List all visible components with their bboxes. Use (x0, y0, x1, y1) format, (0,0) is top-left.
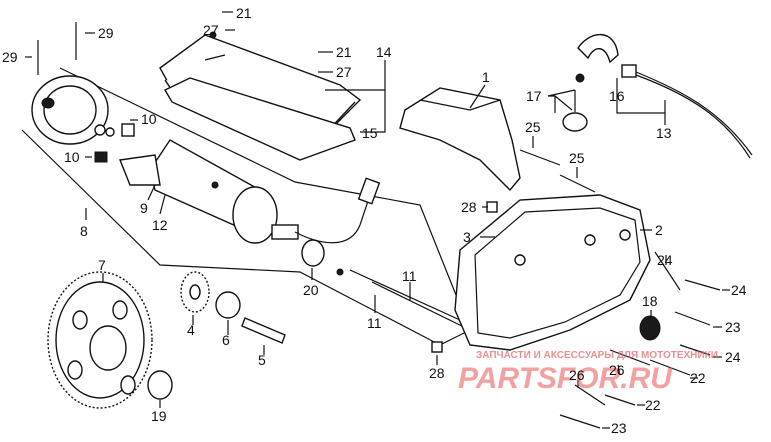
callout-11-lower: 11 (367, 315, 382, 331)
flywheel-cover (31, 75, 135, 163)
callout-10-top: 10 (141, 111, 157, 127)
callout-5: 5 (258, 352, 266, 368)
callout-25-upper: 25 (525, 119, 541, 135)
callout-23-lower: 23 (611, 420, 627, 436)
starter-wire-oring (294, 177, 381, 267)
callout-22-right: 22 (690, 370, 706, 386)
callout-24-top: 24 (657, 252, 673, 268)
callout-14: 14 (376, 44, 392, 60)
callout-9: 9 (140, 200, 148, 216)
callout-29-right: 29 (98, 25, 114, 41)
speed-sensor-assembly (562, 33, 753, 159)
dowel-pin (486, 201, 498, 213)
callout-2: 2 (655, 222, 663, 238)
callout-21-mid: 21 (336, 44, 352, 60)
callout-1: 1 (482, 69, 490, 85)
callout-21-top: 21 (236, 5, 252, 21)
gear-seal (147, 370, 173, 400)
callout-24-lower: 24 (725, 349, 741, 365)
callout-25-lower: 25 (569, 150, 585, 166)
callout-28-lower: 28 (429, 365, 445, 381)
idler-gear-set (180, 271, 286, 344)
callout-8: 8 (80, 223, 88, 239)
air-filter-cover (159, 31, 362, 161)
callout-24-right: 24 (731, 282, 747, 298)
assembly-outline (21, 67, 471, 346)
starter-driven-gear (47, 271, 153, 409)
callout-27-top: 27 (203, 22, 219, 38)
callout-3: 3 (463, 229, 471, 245)
callout-20: 20 (303, 282, 319, 298)
callout-4: 4 (187, 322, 195, 338)
long-bolts (336, 268, 471, 331)
callout-16: 16 (609, 88, 625, 104)
callout-12: 12 (152, 217, 168, 233)
callout-22-lower: 22 (645, 397, 661, 413)
callout-18: 18 (642, 293, 658, 309)
bolts-25 (519, 149, 596, 193)
starter-cover-plate (399, 87, 521, 192)
callout-17: 17 (526, 88, 542, 104)
callout-26-left: 26 (569, 367, 585, 383)
callout-19: 19 (151, 408, 167, 424)
callout-15: 15 (362, 125, 378, 141)
callout-26-right: 26 (609, 362, 625, 378)
callout-29-left: 29 (2, 49, 18, 65)
callout-13: 13 (656, 125, 672, 141)
left-crankcase-cover (454, 194, 651, 351)
dowel-pin-lower (431, 341, 443, 353)
cover-bolts (559, 251, 721, 429)
callout-11-upper: 11 (402, 268, 417, 284)
oil-seal (639, 315, 661, 341)
watermark-caption: ЗАПЧАСТИ И АКСЕССУАРЫ ДЛЯ МОТОТЕХНИКИ (476, 350, 718, 361)
callout-6: 6 (222, 332, 230, 348)
leader-lines (25, 11, 730, 429)
callout-28-upper: 28 (461, 199, 477, 215)
callout-7: 7 (98, 257, 106, 273)
callout-27-mid: 27 (336, 64, 352, 80)
callout-23-upper: 23 (725, 319, 741, 335)
watermark-logo: PARTSFOR.RU (458, 362, 673, 395)
starter-motor (119, 139, 299, 244)
callout-10-bottom: 10 (64, 149, 80, 165)
